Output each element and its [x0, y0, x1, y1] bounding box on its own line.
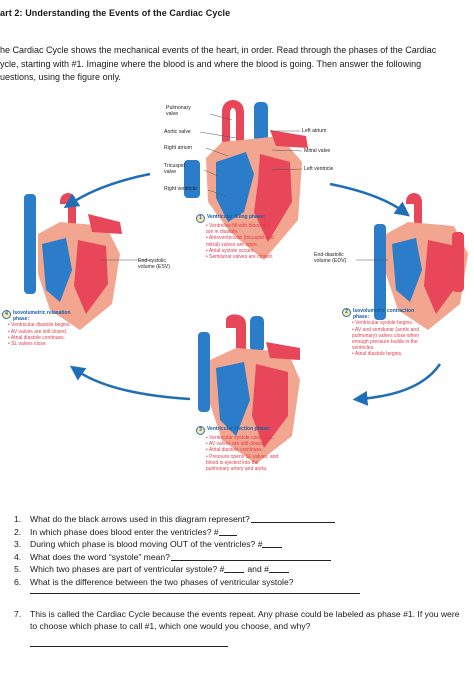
answer-blank[interactable] — [262, 538, 283, 549]
question-item: 7. This is called the Cardiac Cycle beca… — [14, 608, 460, 632]
phase-number: 4 — [2, 310, 11, 319]
question-item: 2. In which phase does blood enter the v… — [14, 526, 469, 539]
answer-blank[interactable] — [268, 563, 289, 574]
heart-bottom — [198, 314, 300, 464]
answer-blank[interactable] — [170, 551, 331, 561]
intro-line: he Cardiac Cycle shows the mechanical ev… — [0, 45, 437, 55]
question-item: 5. Which two phases are part of ventricu… — [14, 563, 469, 576]
cycle-arrow — [329, 182, 411, 217]
heart-left — [24, 193, 122, 330]
label-aortic-valve: Aortic valve — [164, 129, 191, 135]
cycle-arrow — [69, 365, 191, 401]
cardiac-cycle-illustration — [24, 100, 468, 464]
label-right-ventricle: Right ventricle — [164, 186, 197, 192]
phase-number: 1 — [196, 214, 205, 223]
phase-number: 2 — [342, 308, 351, 317]
question-item: 1. What do the black arrows used in this… — [14, 513, 469, 526]
phase-number: 3 — [196, 426, 205, 435]
intro-line: uestions, using the figure only. — [0, 72, 121, 82]
answer-line[interactable] — [30, 589, 360, 594]
answer-blank[interactable] — [250, 513, 335, 523]
label-left-ventricle: Left ventricle — [304, 166, 334, 172]
question-item: 6. What is the difference between the tw… — [14, 576, 294, 587]
answer-blank[interactable] — [224, 563, 245, 574]
question-item: 3. During which phase is blood moving OU… — [14, 538, 469, 551]
answer-line[interactable] — [30, 645, 228, 647]
intro-paragraph: he Cardiac Cycle shows the mechanical ev… — [0, 44, 474, 85]
answer-blank[interactable] — [218, 526, 237, 536]
intro-line: ycle, starting with #1. Imagine where th… — [0, 58, 422, 69]
label-left-atrium: Left atrium — [302, 128, 327, 134]
section-heading: art 2: Understanding the Events of the C… — [0, 8, 231, 18]
question-list: 1. What do the black arrows used in this… — [14, 513, 469, 647]
label-mitral-valve: Mitral valve — [304, 148, 331, 154]
question-item: 4. What does the word “systole” mean? — [14, 551, 469, 564]
heart-right — [374, 193, 468, 330]
heart-top — [184, 100, 308, 260]
cycle-arrow — [352, 363, 442, 406]
cycle-arrow — [63, 172, 151, 209]
label-right-atrium: Right atrium — [164, 145, 192, 151]
